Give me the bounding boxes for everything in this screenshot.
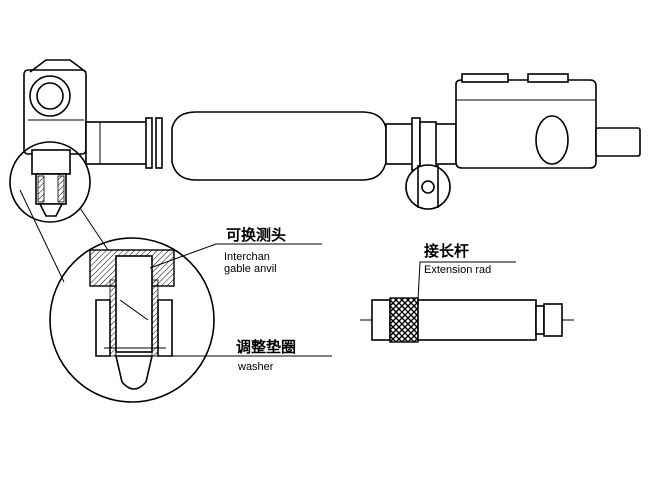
extension-leader <box>417 261 516 301</box>
anvil-label-en-1: Interchan <box>224 251 270 263</box>
anvil-label-en-2: gable anvil <box>224 263 277 275</box>
clamp-ring-left <box>145 117 153 169</box>
extension-label-en: Extension rad <box>424 264 491 276</box>
left-rod <box>85 121 151 165</box>
knurled-section <box>389 297 419 343</box>
clamp-ring-right <box>155 117 163 169</box>
extension-rod <box>360 297 574 343</box>
measuring-head <box>23 59 87 155</box>
washer-label-cn: 调整垫圈 <box>236 338 296 356</box>
indicator-body <box>455 73 597 169</box>
roller-wheel <box>405 121 451 210</box>
detail-circle-small <box>9 141 91 223</box>
anvil-leader <box>149 243 322 269</box>
spindle <box>595 127 641 157</box>
washer-label-en: washer <box>237 361 274 373</box>
detail-circle-large <box>49 237 215 403</box>
handle-grip <box>171 111 387 181</box>
extension-label-cn: 接长杆 <box>424 242 469 260</box>
gauge-assembly <box>23 59 641 210</box>
anvil-label-cn: 可换测头 <box>226 226 286 244</box>
